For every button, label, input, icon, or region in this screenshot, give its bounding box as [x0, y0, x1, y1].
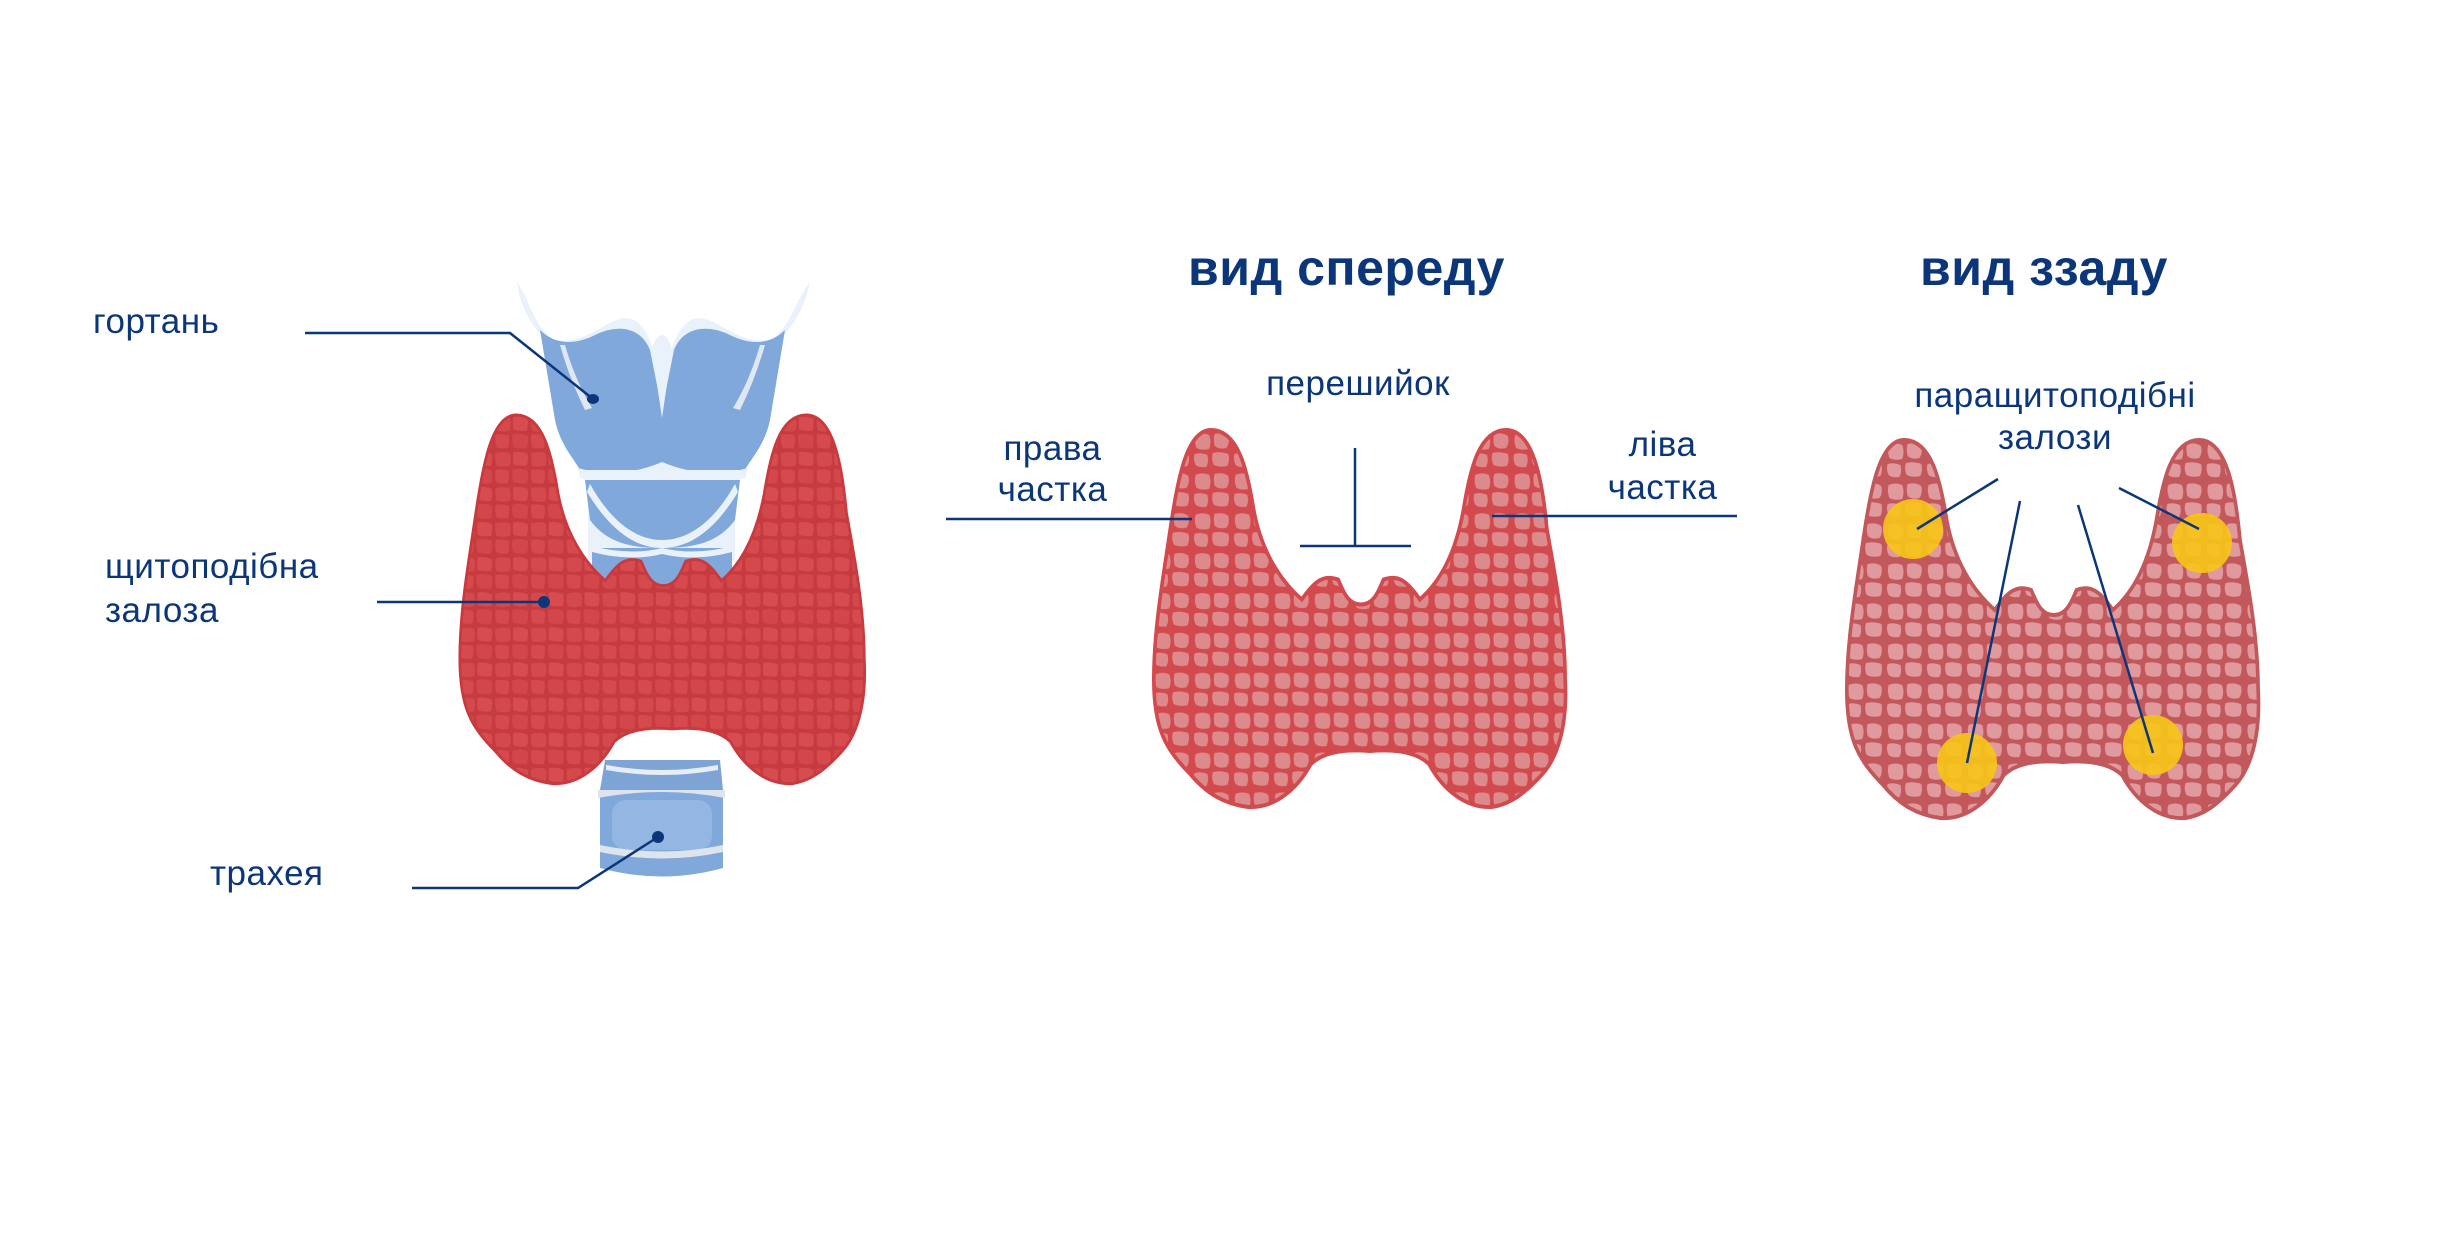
anatomy-leader-lines [305, 331, 659, 890]
parathyroid-gland-lower-left [2123, 715, 2183, 775]
anatomy-pointer-dots [538, 394, 664, 843]
thyroid-back-view [1844, 438, 2261, 821]
trachea-leader-line [412, 835, 659, 890]
thyroid-pointer-dot [538, 596, 550, 608]
isthmus-label: перешийок [1266, 364, 1450, 403]
front-view-title: вид спереду [1188, 240, 1505, 296]
back-leader-lines [1916, 477, 2200, 764]
larynx-leader-line [305, 331, 594, 400]
parathyroid-leader-line-3 [2076, 504, 2155, 754]
parathyroid-glands [1883, 499, 2232, 793]
left-lobe-label-line2: частка [1607, 468, 1718, 507]
trachea [598, 760, 725, 877]
larynx-pointer-dot [587, 394, 599, 404]
thyroid-label-line1: щитоподібна [105, 547, 319, 586]
thyroid-label: щитоподібна залоза [105, 545, 319, 633]
trachea-pointer-dot [652, 831, 664, 843]
thyroid-label-line2: залоза [105, 591, 219, 630]
parathyroid-gland-upper-left [2172, 513, 2232, 573]
right-lobe-label-line1: права [1003, 429, 1102, 468]
anatomy-illustration [458, 282, 867, 877]
right-lobe-label: права частка [985, 428, 1120, 510]
left-lobe-label-line1: ліва [1628, 425, 1697, 464]
parathyroid-leader-line-4 [2118, 486, 2200, 531]
parathyroid-label-line1: паращитоподібні [1914, 376, 2196, 415]
right-lobe-label-line2: частка [997, 470, 1108, 509]
trachea-label: трахея [210, 854, 324, 893]
front-leader-lines [946, 448, 1737, 548]
larynx-label: гортань [93, 302, 220, 341]
parathyroid-leader-line-1 [1916, 477, 1999, 531]
parathyroid-gland-upper-right [1883, 499, 1943, 559]
parathyroid-label-line2: залози [1998, 418, 2112, 457]
back-view-title: вид ззаду [1920, 240, 2168, 296]
left-lobe-label: ліва частка [1595, 423, 1730, 509]
parathyroid-label: паращитоподібні залози [1885, 375, 2225, 459]
thyroid-front-view [1151, 428, 1568, 809]
parathyroid-leader-line-2 [1965, 500, 2022, 764]
